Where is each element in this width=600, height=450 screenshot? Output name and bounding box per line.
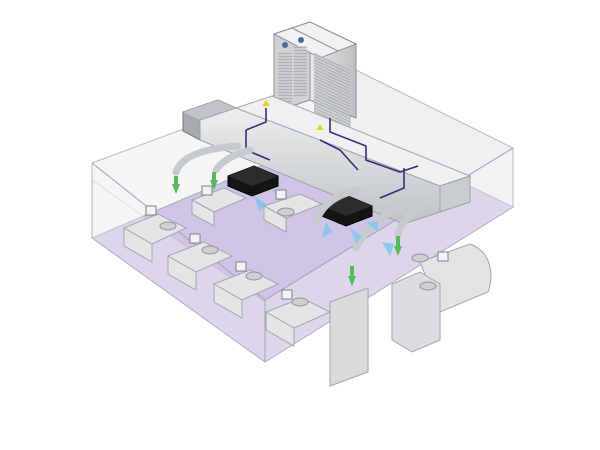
office-chairs xyxy=(159,207,437,307)
return-air-arrow-icon xyxy=(172,172,402,286)
ceiling-cassette-indoor-unit-icon xyxy=(227,165,279,197)
pipe-arrow-icon xyxy=(262,100,270,106)
vrv-outdoor-condenser-icon xyxy=(272,21,358,130)
refrigerant-piping xyxy=(245,108,419,199)
computer-monitors xyxy=(145,185,449,300)
pipe-arrow-icon xyxy=(316,124,324,130)
flexible-return-ducts xyxy=(172,142,424,252)
partition-panel xyxy=(329,287,369,387)
